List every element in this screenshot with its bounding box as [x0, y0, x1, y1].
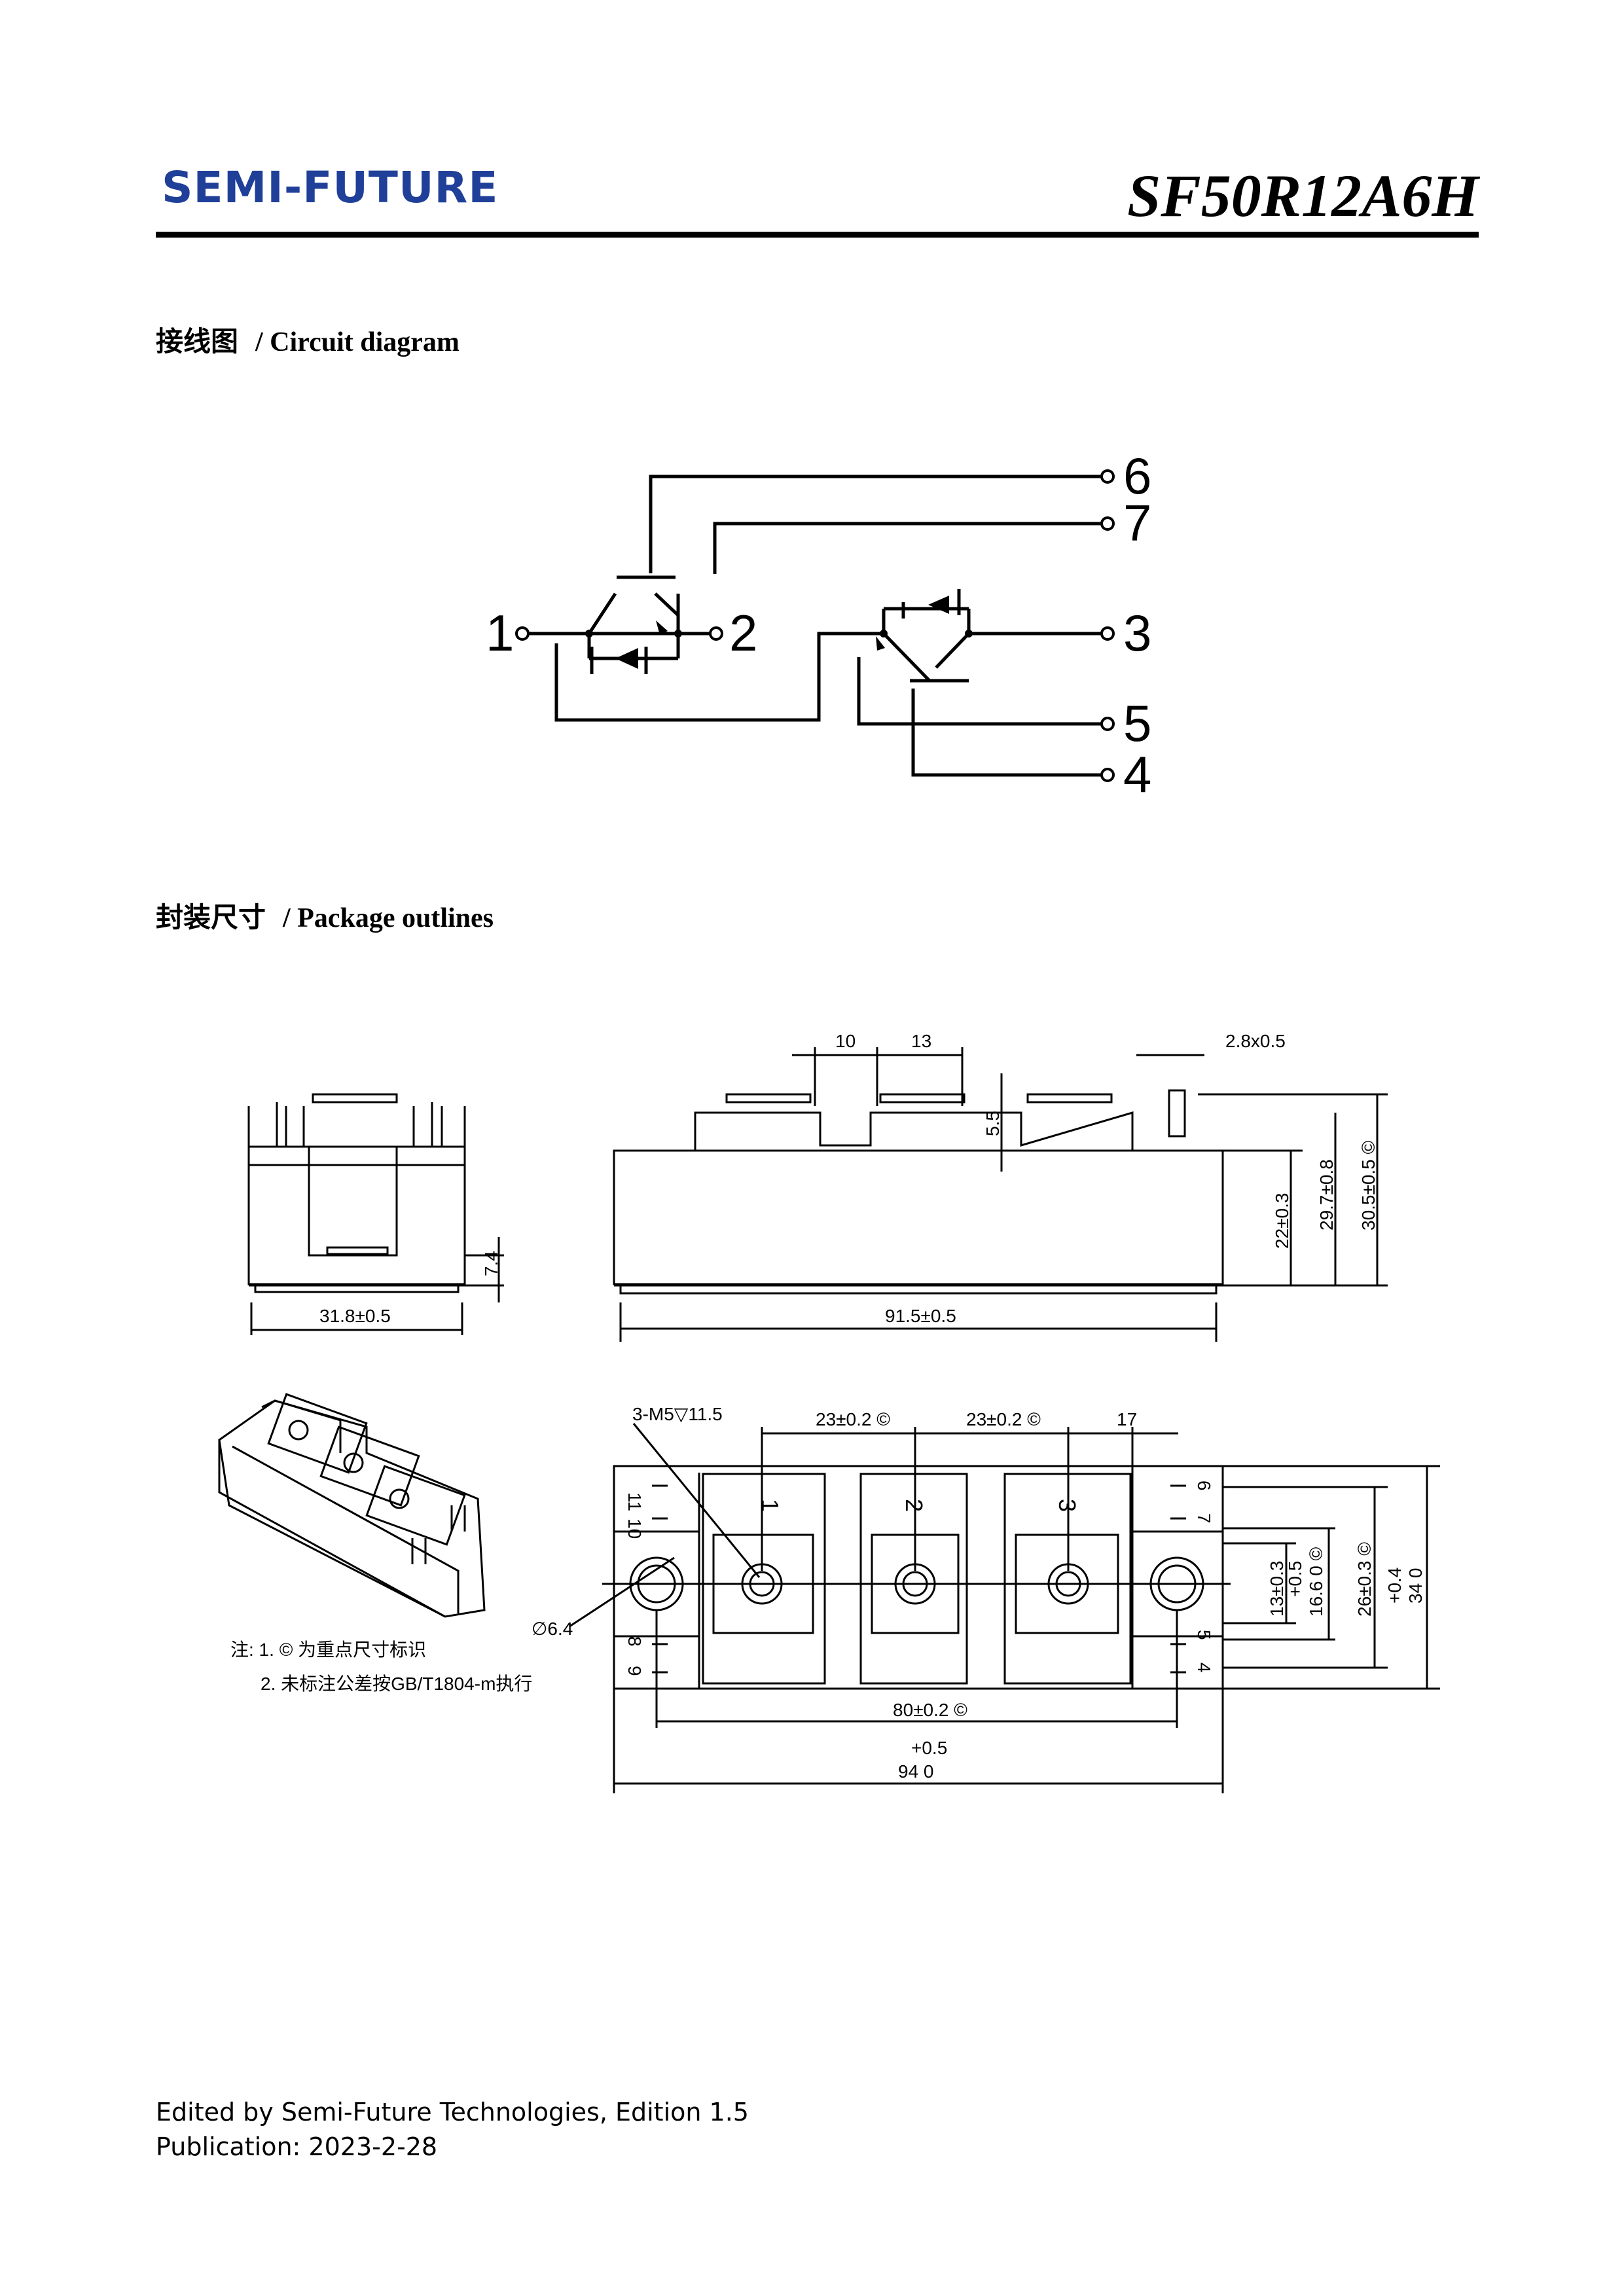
- pin-label-11: 11: [624, 1492, 645, 1511]
- note-line-2: 2. 未标注公差按GB/T1804-m执行: [261, 1674, 532, 1694]
- dim-16-6-tol: +0.5: [1285, 1561, 1305, 1597]
- terminal-label-1: 1: [486, 604, 514, 662]
- terminal-label-4: 4: [1123, 745, 1151, 803]
- package-heading-cn: 封装尺寸: [156, 903, 266, 933]
- footer-edited-by: Edited by Semi-Future Technologies, Edit…: [156, 2098, 749, 2126]
- dim-top-10: 10: [835, 1031, 856, 1051]
- pin-label-4: 4: [1194, 1662, 1214, 1673]
- dim-94-tol: +0.5: [911, 1738, 947, 1758]
- header-rule: [156, 232, 1479, 238]
- circuit-heading-en: / Circuit diagram: [255, 327, 460, 357]
- dim-step: 5.5: [983, 1111, 1003, 1136]
- terminal-label-2: 2: [729, 604, 757, 662]
- wire-7: [713, 522, 1102, 574]
- dim-pin-size: 2.8x0.5: [1225, 1031, 1286, 1051]
- dim-80: 80±0.2 ©: [893, 1700, 967, 1720]
- circuit-heading-cn: 接线图: [156, 327, 239, 357]
- pin-label-10: 10: [624, 1518, 645, 1539]
- dim-94: 94 0: [898, 1761, 934, 1782]
- dim-13: 13±0.3: [1267, 1561, 1287, 1617]
- dim-side-width: 31.8±0.5: [319, 1306, 391, 1326]
- part-number: SF50R12A6H: [1127, 162, 1479, 229]
- terminal-mark-1: 1: [757, 1499, 784, 1512]
- dim-16-6: 16.6 0 ©: [1306, 1547, 1326, 1617]
- package-heading-en: / Package outlines: [283, 903, 494, 933]
- side-view: [247, 1093, 504, 1335]
- terminal-label-5: 5: [1123, 694, 1151, 752]
- pin-label-9: 9: [624, 1666, 645, 1676]
- pin-label-7: 7: [1194, 1513, 1214, 1524]
- brand-logo: SEMI-FUTURE: [162, 162, 499, 213]
- terminal-label-6: 6: [1123, 447, 1151, 505]
- dim-mount-hole: ∅6.4: [532, 1619, 573, 1639]
- pin-label-8: 8: [624, 1636, 645, 1647]
- isometric-view: [218, 1393, 486, 1618]
- terminal-mark-2: 2: [901, 1499, 928, 1512]
- terminal-label-7: 7: [1123, 494, 1151, 552]
- pin-label-5: 5: [1194, 1630, 1214, 1640]
- top-view: [569, 1423, 1440, 1793]
- dim-length-91-5: 91.5±0.5: [885, 1306, 956, 1326]
- dim-hole-thread: 3-M5▽11.5: [632, 1404, 723, 1424]
- package-outlines-heading: 封装尺寸 / Package outlines: [156, 895, 494, 935]
- dim-pitch-1: 23±0.2 ©: [816, 1409, 890, 1429]
- terminal-mark-3: 3: [1054, 1499, 1081, 1512]
- footer-publication: Publication: 2023-2-28: [156, 2132, 438, 2161]
- dim-top-13: 13: [911, 1031, 931, 1051]
- pin-label-6: 6: [1194, 1480, 1214, 1491]
- circuit-diagram-heading: 接线图 / Circuit diagram: [156, 319, 460, 359]
- dim-height-22: 22±0.3: [1272, 1193, 1292, 1249]
- dim-height-29-7: 29.7±0.8: [1316, 1159, 1337, 1230]
- wire-6: [649, 475, 1102, 573]
- dim-34: 34 0: [1405, 1568, 1426, 1604]
- dim-17: 17: [1117, 1409, 1137, 1429]
- dim-26: 26±0.3 ©: [1354, 1542, 1375, 1617]
- dim-34-tol: +0.4: [1384, 1568, 1405, 1604]
- dim-side-height: 7.4: [481, 1251, 501, 1276]
- dim-pitch-2: 23±0.2 ©: [966, 1409, 1041, 1429]
- front-view: [613, 1047, 1388, 1342]
- circuit-diagram: 1 2 3 4 5 6 7: [486, 447, 1151, 803]
- dim-height-30-5: 30.5±0.5 ©: [1358, 1140, 1379, 1230]
- note-line-1: 注: 1. © 为重点尺寸标识: [230, 1640, 426, 1660]
- terminal-label-3: 3: [1123, 604, 1151, 662]
